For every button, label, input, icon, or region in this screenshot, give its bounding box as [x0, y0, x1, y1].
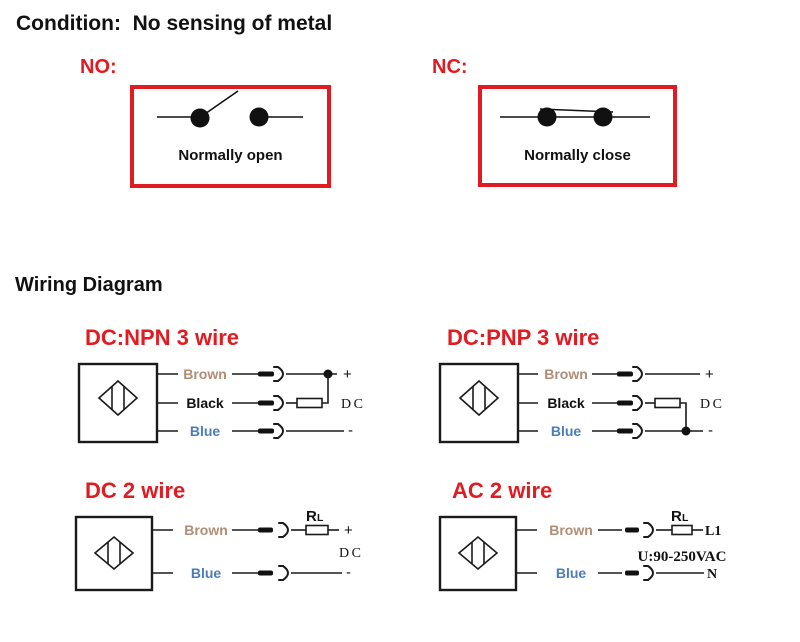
- diagram-dc2: Brown R L + DC Blue -: [74, 508, 363, 592]
- plug-icon: [258, 570, 273, 576]
- diagram-npn: Brown + Black DC Blue -: [77, 362, 365, 444]
- normally-close-switch-icon: [500, 107, 650, 127]
- wire-brown: Brown +: [518, 366, 714, 383]
- plug-icon: [258, 428, 274, 434]
- wire-brown: Brown +: [157, 366, 352, 383]
- condition-title: Condition: No sensing of metal: [16, 12, 333, 35]
- supply-label: DC: [339, 546, 363, 561]
- diagram-pnp: Brown + Black DC Blue -: [438, 362, 724, 444]
- normally-open-caption: Normally open: [178, 147, 283, 164]
- plug-icon: [625, 527, 639, 533]
- load-resistor-icon: [305, 524, 329, 536]
- plus-terminal: +: [344, 522, 353, 539]
- wire-label-blue: Blue: [191, 565, 222, 581]
- plus-terminal: +: [705, 366, 714, 383]
- connector-icon: [632, 395, 643, 411]
- plug-icon: [617, 428, 633, 434]
- diagram-title-dc2: DC 2 wire: [85, 478, 186, 503]
- resistor-icon: [654, 397, 681, 409]
- load-resistor-sub: L: [682, 512, 689, 524]
- load-resistor-label: R: [671, 508, 682, 525]
- supply-label: DC: [341, 397, 365, 412]
- no-label: NO:: [80, 56, 117, 78]
- connector-icon: [273, 423, 284, 439]
- diagram-title-npn: DC:NPN 3 wire: [85, 325, 240, 350]
- plug-icon: [617, 400, 633, 406]
- normally-close-caption: Normally close: [524, 147, 631, 164]
- supply-label: DC: [700, 397, 724, 412]
- wire-black: Black DC: [157, 374, 365, 412]
- connector-icon: [273, 366, 284, 382]
- nc-label: NC:: [432, 56, 468, 78]
- plug-icon: [258, 400, 274, 406]
- load-resistor-sub: L: [317, 512, 324, 524]
- connector-icon: [632, 366, 643, 382]
- diagram-title-ac2: AC 2 wire: [452, 478, 553, 503]
- normally-close-box: Normally close: [478, 85, 677, 187]
- wire-black: Black DC: [518, 395, 724, 431]
- wire-label-brown: Brown: [184, 522, 228, 538]
- normally-open-switch-icon: [157, 90, 303, 128]
- wire-label-blue: Blue: [551, 423, 582, 439]
- minus-terminal: -: [346, 564, 351, 581]
- wire-label-black: Black: [186, 395, 224, 411]
- wire-label-black: Black: [547, 395, 585, 411]
- load-resistor-label: R: [306, 508, 317, 525]
- wire-blue: Blue -: [157, 422, 353, 439]
- wire-blue: Blue -: [152, 564, 351, 581]
- plug-icon: [625, 570, 639, 576]
- connector-icon: [643, 565, 654, 581]
- plus-terminal: +: [343, 366, 352, 383]
- connector-icon: [278, 522, 289, 538]
- diagram-title-pnp: DC:PNP 3 wire: [447, 325, 600, 350]
- wire-label-brown: Brown: [549, 522, 593, 538]
- plug-icon: [258, 527, 273, 533]
- connector-icon: [632, 423, 643, 439]
- minus-terminal: -: [708, 422, 713, 439]
- neutral-terminal: N: [707, 567, 717, 582]
- voltage-label: U:90-250VAC: [638, 549, 727, 565]
- wire-blue: Blue N: [516, 565, 717, 582]
- resistor-icon: [296, 397, 323, 409]
- wire-label-blue: Blue: [556, 565, 587, 581]
- junction-dot: [681, 426, 691, 436]
- wiring-heading: Wiring Diagram: [15, 274, 163, 296]
- wire-label-brown: Brown: [183, 366, 227, 382]
- sensor-symbol-icon: [77, 362, 159, 444]
- sensor-symbol-icon: [438, 515, 518, 592]
- plug-icon: [617, 371, 633, 377]
- diagram-ac2: Brown R L L1 U:90-250VAC Blue N: [438, 508, 726, 592]
- connector-icon: [643, 522, 654, 538]
- sensor-symbol-icon: [438, 362, 520, 444]
- connector-icon: [273, 395, 284, 411]
- plug-icon: [258, 371, 274, 377]
- wire-label-blue: Blue: [190, 423, 221, 439]
- wire-brown: Brown R L L1 U:90-250VAC: [516, 508, 726, 565]
- connector-icon: [278, 565, 289, 581]
- normally-open-box: Normally open: [130, 85, 331, 188]
- wire-label-brown: Brown: [544, 366, 588, 382]
- line-terminal: L1: [705, 524, 721, 539]
- wire-blue: Blue -: [518, 422, 713, 439]
- load-resistor-icon: [671, 524, 693, 536]
- sensor-symbol-icon: [74, 515, 154, 592]
- wire-brown: Brown R L + DC: [152, 508, 363, 561]
- minus-terminal: -: [348, 422, 353, 439]
